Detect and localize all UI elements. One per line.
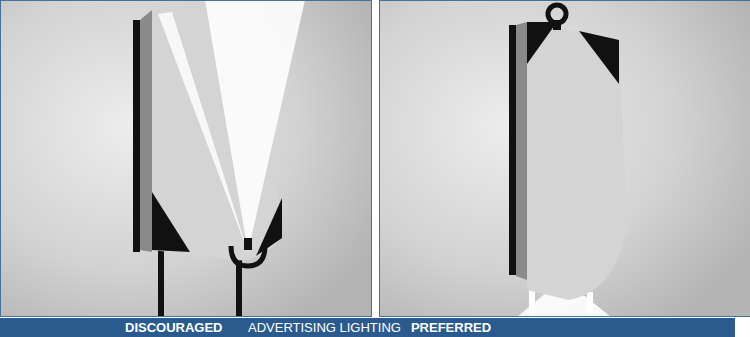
verdict-label: DISCOURAGED <box>125 318 223 337</box>
verdict-label: PREFERRED <box>411 318 491 337</box>
discouraged-panel <box>0 0 372 317</box>
caption-band: DISCOURAGED ADVERTISING LIGHTING PREFERRED <box>0 318 735 337</box>
preferred-panel <box>379 0 750 317</box>
band-title: ADVERTISING LIGHTING <box>248 318 401 337</box>
